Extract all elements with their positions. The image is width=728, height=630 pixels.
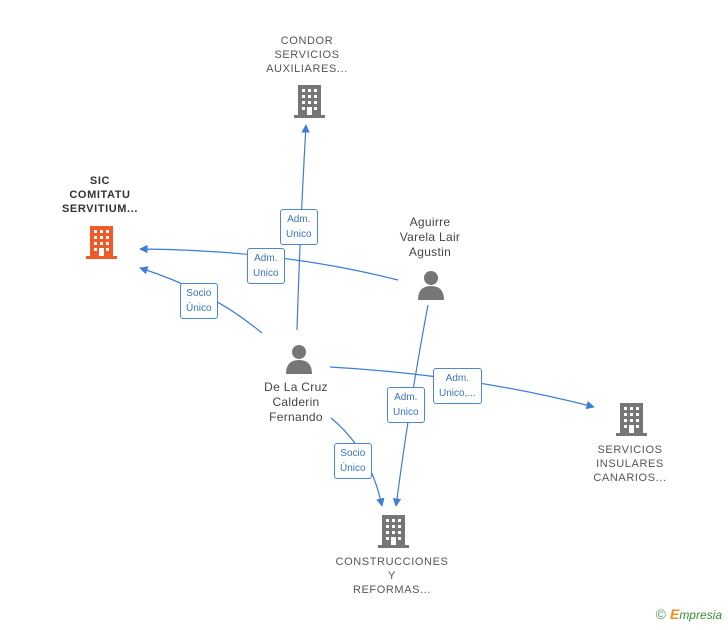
person-icon[interactable]	[286, 345, 312, 374]
node-label-delacruz[interactable]: De La Cruz Calderin Fernando	[264, 380, 328, 424]
edge-label-adm-unico[interactable]: Adm. Unico	[247, 248, 285, 284]
edge-label-adm-unico[interactable]: Adm. Unico	[387, 387, 425, 423]
person-icon[interactable]	[418, 271, 444, 300]
edge-label-socio-unico[interactable]: Socio Único	[180, 283, 218, 319]
node-label-condor[interactable]: CONDOR SERVICIOS AUXILIARES...	[266, 35, 348, 75]
node-label-servicios[interactable]: SERVICIOS INSULARES CANARIOS...	[593, 444, 667, 484]
node-label-sic[interactable]: SIC COMITATU SERVITIUM...	[61, 175, 139, 215]
node-label-aguirre[interactable]: Aguirre Varela Lair Agustin	[399, 215, 461, 259]
edge-label-adm-unico-etc[interactable]: Adm. Unico,...	[433, 368, 482, 404]
edge-label-socio-unico[interactable]: Socio Único	[334, 443, 372, 479]
edge-label-adm-unico[interactable]: Adm. Unico	[280, 209, 318, 245]
building-icon[interactable]	[294, 85, 325, 118]
building-icon[interactable]	[86, 226, 117, 259]
brand-logo: Empresia	[669, 606, 722, 622]
building-icon[interactable]	[616, 403, 647, 436]
building-icon[interactable]	[378, 515, 409, 548]
node-label-construcciones[interactable]: CONSTRUCCIONES Y REFORMAS...	[335, 556, 449, 596]
empresia-watermark: © Empresia	[656, 606, 722, 622]
copyright-icon: ©	[655, 606, 666, 622]
